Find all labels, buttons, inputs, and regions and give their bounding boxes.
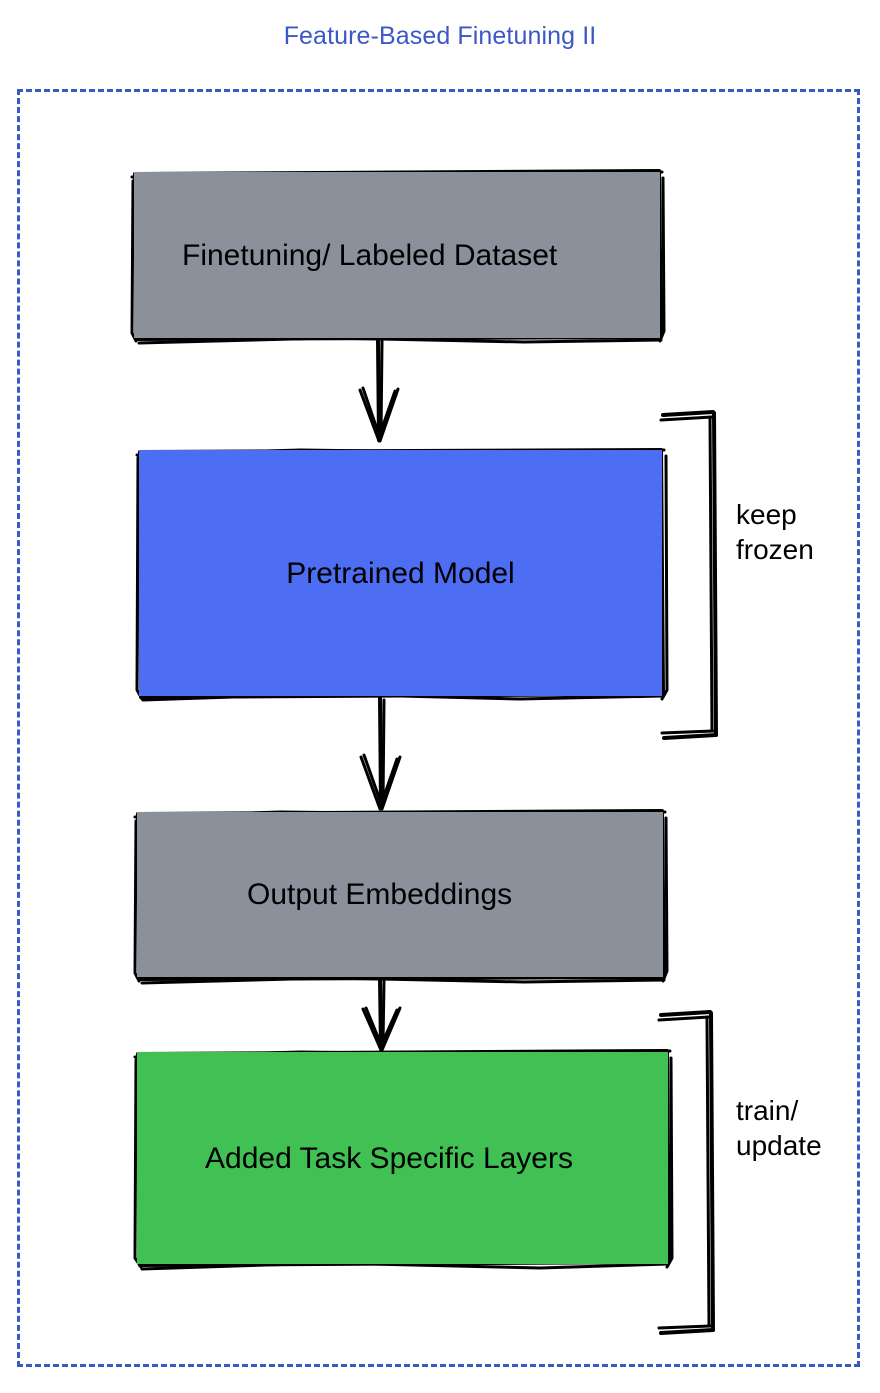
node-dataset-label: Finetuning/ Labeled Dataset [182, 238, 558, 272]
bracket-train-update [657, 1010, 715, 1335]
diagram-outer-frame [17, 89, 860, 1367]
edge-arrow-embeddings-to-layers [361, 977, 402, 1052]
edge-arrow-model-to-embeddings [359, 695, 402, 811]
node-dataset[interactable]: Finetuning/ Labeled Dataset [134, 172, 660, 338]
annotation-train-update: train/ update [736, 1095, 822, 1161]
annotation-keep-frozen: keep frozen [736, 499, 814, 565]
node-output-embeddings[interactable]: Output Embeddings [137, 812, 663, 977]
node-task-layers-label: Added Task Specific Layers [205, 1141, 573, 1175]
node-output-embeddings-label: Output Embeddings [247, 878, 513, 911]
node-task-layers[interactable]: Added Task Specific Layers [137, 1052, 668, 1264]
bracket-keep-frozen [659, 410, 718, 740]
edge-arrow-dataset-to-model [358, 338, 400, 443]
node-pretrained-model[interactable]: Pretrained Model [139, 450, 662, 696]
page-title: Feature-Based Finetuning II [283, 22, 597, 50]
node-pretrained-model-label: Pretrained Model [286, 556, 515, 590]
